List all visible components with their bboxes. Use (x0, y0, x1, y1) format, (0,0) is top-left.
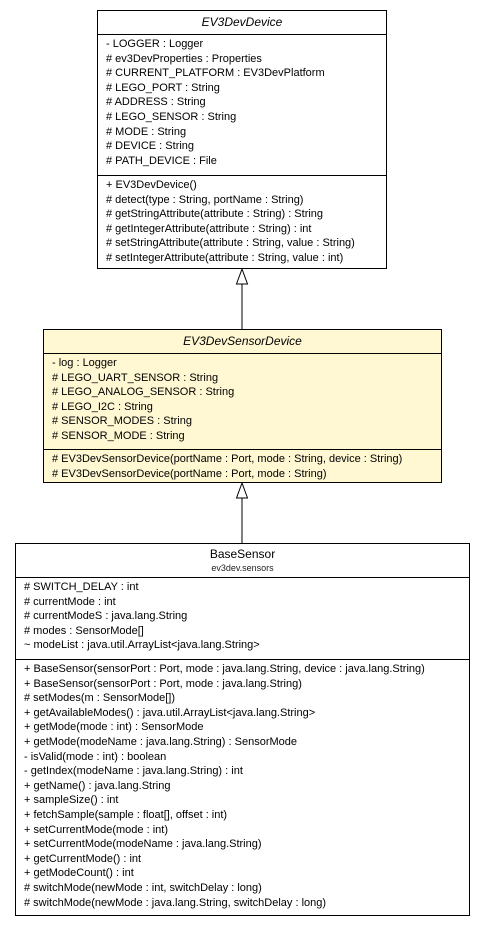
generalization-arrowhead (235, 267, 249, 285)
class-header: EV3DevDevice (98, 11, 386, 35)
class-package: ev3dev.sensors (211, 563, 274, 573)
methods-section: + EV3DevDevice() # detect(type : String, … (98, 175, 386, 266)
method-row: # getIntegerAttribute(attribute : String… (106, 222, 312, 235)
attribute-row: # LEGO_PORT : String (106, 81, 220, 94)
method-row: + BaseSensor(sensorPort : Port, mode : j… (24, 663, 425, 675)
attribute-row: # SENSOR_MODE : String (52, 429, 185, 442)
method-row: + BaseSensor(sensorPort : Port, mode : j… (24, 677, 302, 690)
method-row: # setModes(m : SensorMode[]) (24, 692, 176, 705)
method-row: + getAvailableModes() : java.util.ArrayL… (24, 706, 316, 719)
attribute-row: # currentModeS : java.lang.String (24, 610, 188, 623)
method-row: # getStringAttribute(attribute : String)… (106, 208, 324, 221)
methods-section: # EV3DevSensorDevice(portName : Port, mo… (44, 449, 441, 481)
attribute-row: # DEVICE : String (106, 140, 195, 153)
class-header: EV3DevSensorDevice (44, 330, 441, 354)
class-ev3devdevice[interactable]: EV3DevDevice - LOGGER : Logger # ev3DevPr… (97, 10, 387, 269)
attribute-row: # LEGO_ANALOG_SENSOR : String (52, 386, 235, 399)
attribute-row: # LEGO_UART_SENSOR : String (52, 371, 219, 384)
method-row: + getMode(mode : int) : SensorMode (24, 721, 204, 734)
attribute-row: # PATH_DEVICE : File (106, 154, 217, 167)
generalization-arrowhead (235, 481, 249, 499)
attribute-row: # SENSOR_MODES : String (52, 415, 192, 428)
method-row: + sampleSize() : int (24, 794, 119, 807)
method-row: + getName() : java.lang.String (24, 779, 171, 792)
attribute-row: # SWITCH_DELAY : int (24, 581, 139, 593)
method-row: + getModeCount() : int (24, 867, 134, 880)
method-row: # EV3DevSensorDevice(portName : Port, mo… (52, 453, 403, 465)
class-basesensor[interactable]: BaseSensor ev3dev.sensors # SWITCH_DELAY… (15, 543, 470, 916)
attribute-row: # modes : SensorMode[] (24, 624, 144, 637)
method-row: # setIntegerAttribute(attribute : String… (106, 251, 344, 264)
method-row: - getIndex(modeName : java.lang.String) … (24, 765, 243, 778)
attributes-section: - log : Logger # LEGO_UART_SENSOR : Strin… (44, 354, 441, 449)
attribute-row: # LEGO_SENSOR : String (106, 110, 237, 123)
method-row: # switchMode(newMode : int, switchDelay … (24, 881, 262, 894)
class-ev3devsensordevice[interactable]: EV3DevSensorDevice - log : Logger # LEGO_… (43, 329, 442, 483)
attribute-row: ~ modeList : java.util.ArrayList<java.la… (24, 639, 260, 652)
class-name: EV3DevSensorDevice (183, 334, 302, 348)
method-row: + fetchSample(sample : float[], offset :… (24, 808, 228, 821)
method-row: + EV3DevDevice() (106, 179, 197, 191)
attribute-row: # CURRENT_PLATFORM : EV3DevPlatform (106, 67, 325, 80)
attribute-row: # currentMode : int (24, 595, 116, 608)
class-header: BaseSensor ev3dev.sensors (16, 544, 469, 578)
attribute-row: # MODE : String (106, 125, 187, 138)
attribute-row: - LOGGER : Logger (106, 38, 204, 50)
method-row: # switchMode(newMode : java.lang.String,… (24, 896, 327, 909)
methods-section: + BaseSensor(sensorPort : Port, mode : j… (16, 659, 469, 910)
method-row: # setStringAttribute(attribute : String,… (106, 237, 355, 250)
attribute-row: # ADDRESS : String (106, 96, 206, 109)
class-name: BaseSensor (209, 547, 276, 561)
method-row: + getCurrentMode() : int (24, 852, 142, 865)
method-row: - isValid(mode : int) : boolean (24, 750, 167, 763)
class-name: EV3DevDevice (201, 15, 283, 29)
attribute-row: # ev3DevProperties : Properties (106, 52, 262, 65)
method-row: + setCurrentMode(modeName : java.lang.St… (24, 838, 262, 851)
method-row: # EV3DevSensorDevice(portName : Port, mo… (52, 467, 327, 480)
method-row: # detect(type : String, portName : Strin… (106, 193, 304, 206)
attributes-section: - LOGGER : Logger # ev3DevProperties : Pr… (98, 35, 386, 175)
method-row: + getMode(modeName : java.lang.String) :… (24, 735, 298, 748)
attribute-row: - log : Logger (52, 357, 117, 369)
attributes-section: # SWITCH_DELAY : int # currentMode : int #… (16, 578, 469, 659)
attribute-row: # LEGO_I2C : String (52, 400, 153, 413)
method-row: + setCurrentMode(mode : int) (24, 823, 168, 836)
